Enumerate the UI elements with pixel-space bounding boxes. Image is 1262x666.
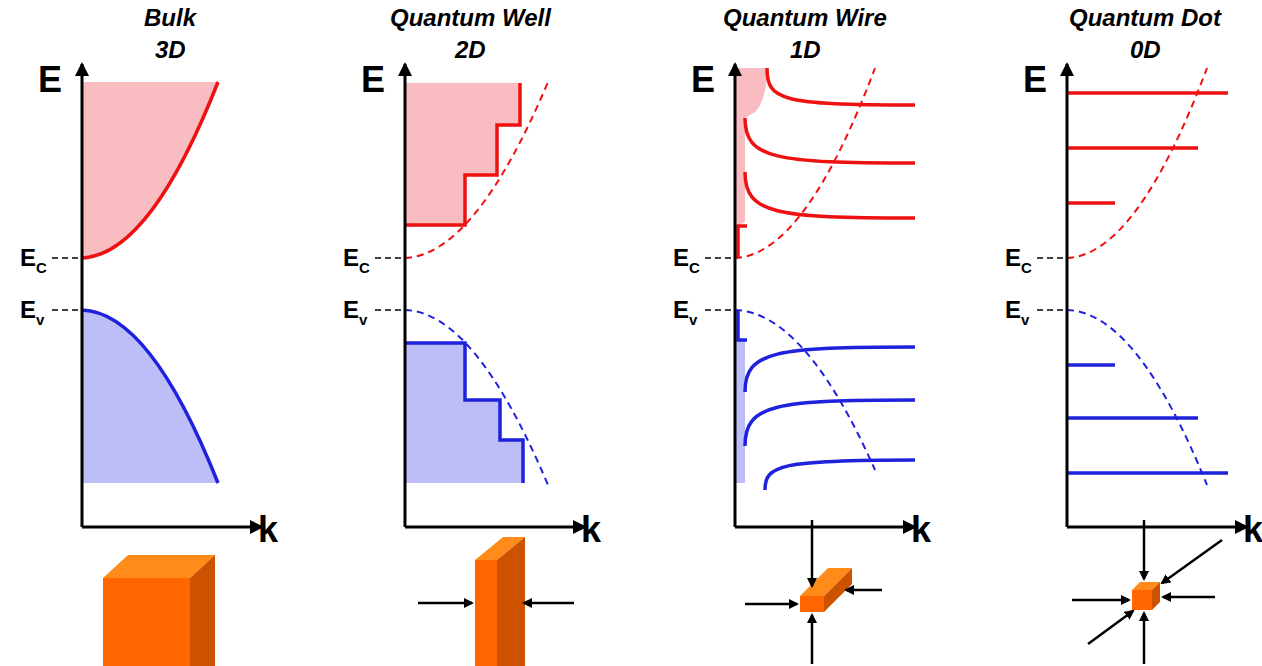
panel-title: Quantum Dot [1069, 6, 1221, 30]
axis-label: E [361, 62, 385, 98]
axis-label: E [38, 62, 62, 98]
band-edge-label: E [20, 246, 36, 270]
panel-title: Bulk [144, 6, 196, 30]
band-edge-label: E [20, 298, 36, 322]
band-edge-label: E [1005, 298, 1021, 322]
dimension-label: 2D [455, 38, 486, 62]
bulk-panel [82, 82, 218, 483]
panel-title: Quantum Wire [723, 6, 887, 30]
band-edge-label: E [673, 298, 689, 322]
axis-label: E [691, 62, 715, 98]
dot-panel [1067, 68, 1228, 485]
dimension-label: 0D [1130, 38, 1161, 62]
band-edge-label: E [673, 246, 689, 270]
panel-title: Quantum Well [390, 6, 551, 30]
band-edge-label: E [343, 246, 359, 270]
axis-label: k [911, 512, 931, 548]
subscript: v [36, 312, 44, 327]
wire-panel [735, 68, 915, 490]
subscript: C [1021, 260, 1032, 275]
subscript: v [1021, 312, 1029, 327]
subscript: v [359, 312, 367, 327]
dot-cube [1072, 520, 1222, 664]
wire-bar [745, 520, 882, 664]
subscript: v [689, 312, 697, 327]
band-edge-guides [52, 258, 1067, 310]
axis-label: k [1243, 512, 1262, 548]
well-slab [418, 537, 574, 666]
well-panel [405, 82, 548, 485]
axis-label: k [581, 512, 601, 548]
bulk-cube [103, 555, 215, 666]
axis-label: E [1023, 62, 1047, 98]
subscript: C [36, 260, 47, 275]
band-edge-label: E [1005, 246, 1021, 270]
axis-label: k [258, 512, 278, 548]
dimension-label: 1D [790, 38, 821, 62]
band-edge-label: E [343, 298, 359, 322]
subscript: C [689, 260, 700, 275]
axes [82, 64, 1247, 527]
subscript: C [359, 260, 370, 275]
dimension-label: 3D [155, 38, 186, 62]
